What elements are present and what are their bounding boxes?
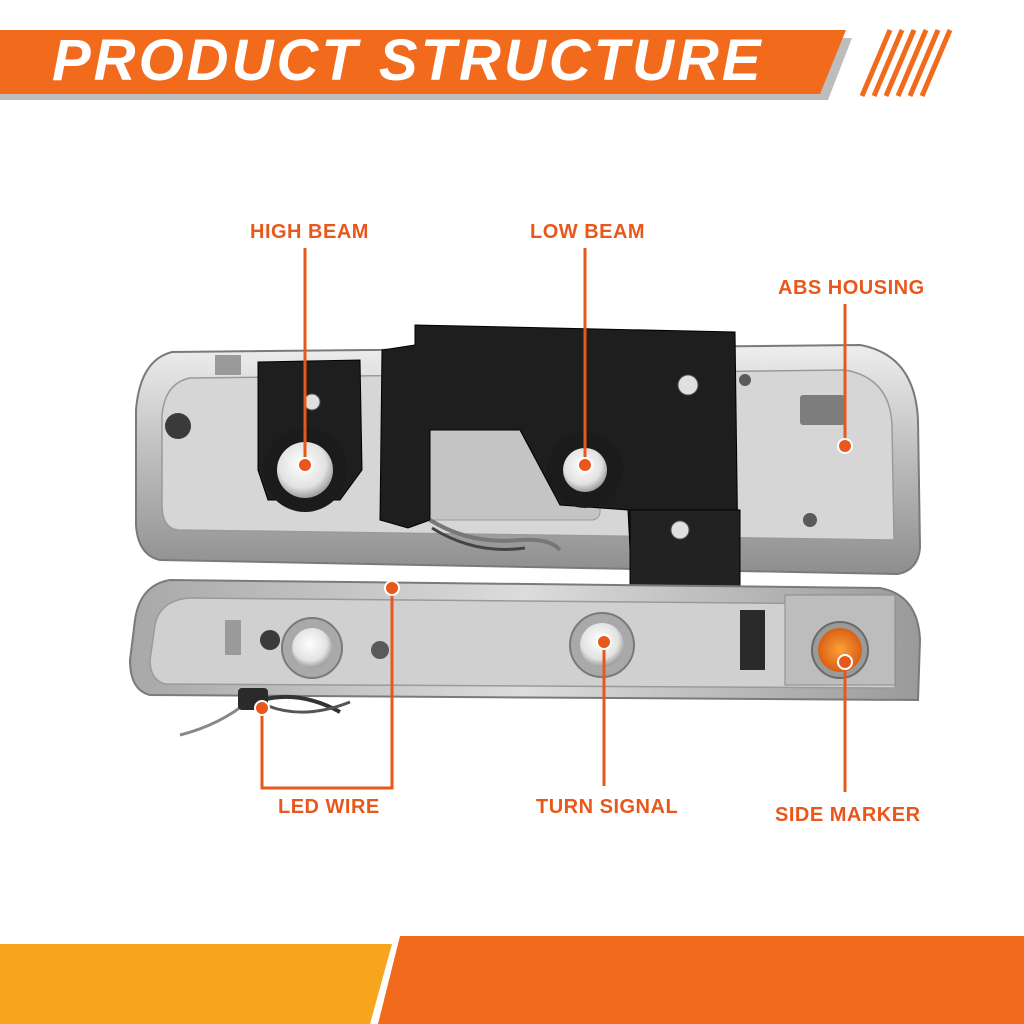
banner-stripes	[859, 29, 953, 97]
callout-side-marker: SIDE MARKER	[775, 804, 921, 826]
headlight-wire	[431, 526, 526, 551]
headlight-wire	[428, 518, 562, 552]
parking-bulb-socket	[281, 617, 343, 679]
banner-bar	[0, 30, 846, 94]
callout-dots	[254, 438, 853, 716]
callout-abs-housing: ABS HOUSING	[778, 277, 925, 299]
page-title: PRODUCT STRUCTURE	[52, 28, 764, 93]
turn-signal-housing	[128, 578, 922, 702]
bracket-bolt	[677, 374, 699, 396]
callout-low-beam: LOW BEAM	[530, 221, 646, 243]
footer-bar	[0, 936, 1024, 1024]
callout-leaders	[260, 248, 847, 792]
bracket-bolt	[670, 520, 690, 540]
callout-turn-signal: TURN SIGNAL	[536, 796, 679, 818]
callout-high-beam: HIGH BEAM	[250, 221, 369, 243]
side-marker-lens	[811, 621, 869, 679]
header-banner	[0, 29, 953, 100]
footer-yellow	[0, 944, 392, 1024]
footer-orange	[378, 936, 1024, 1024]
callout-led-wire: LED WIRE	[278, 796, 380, 818]
